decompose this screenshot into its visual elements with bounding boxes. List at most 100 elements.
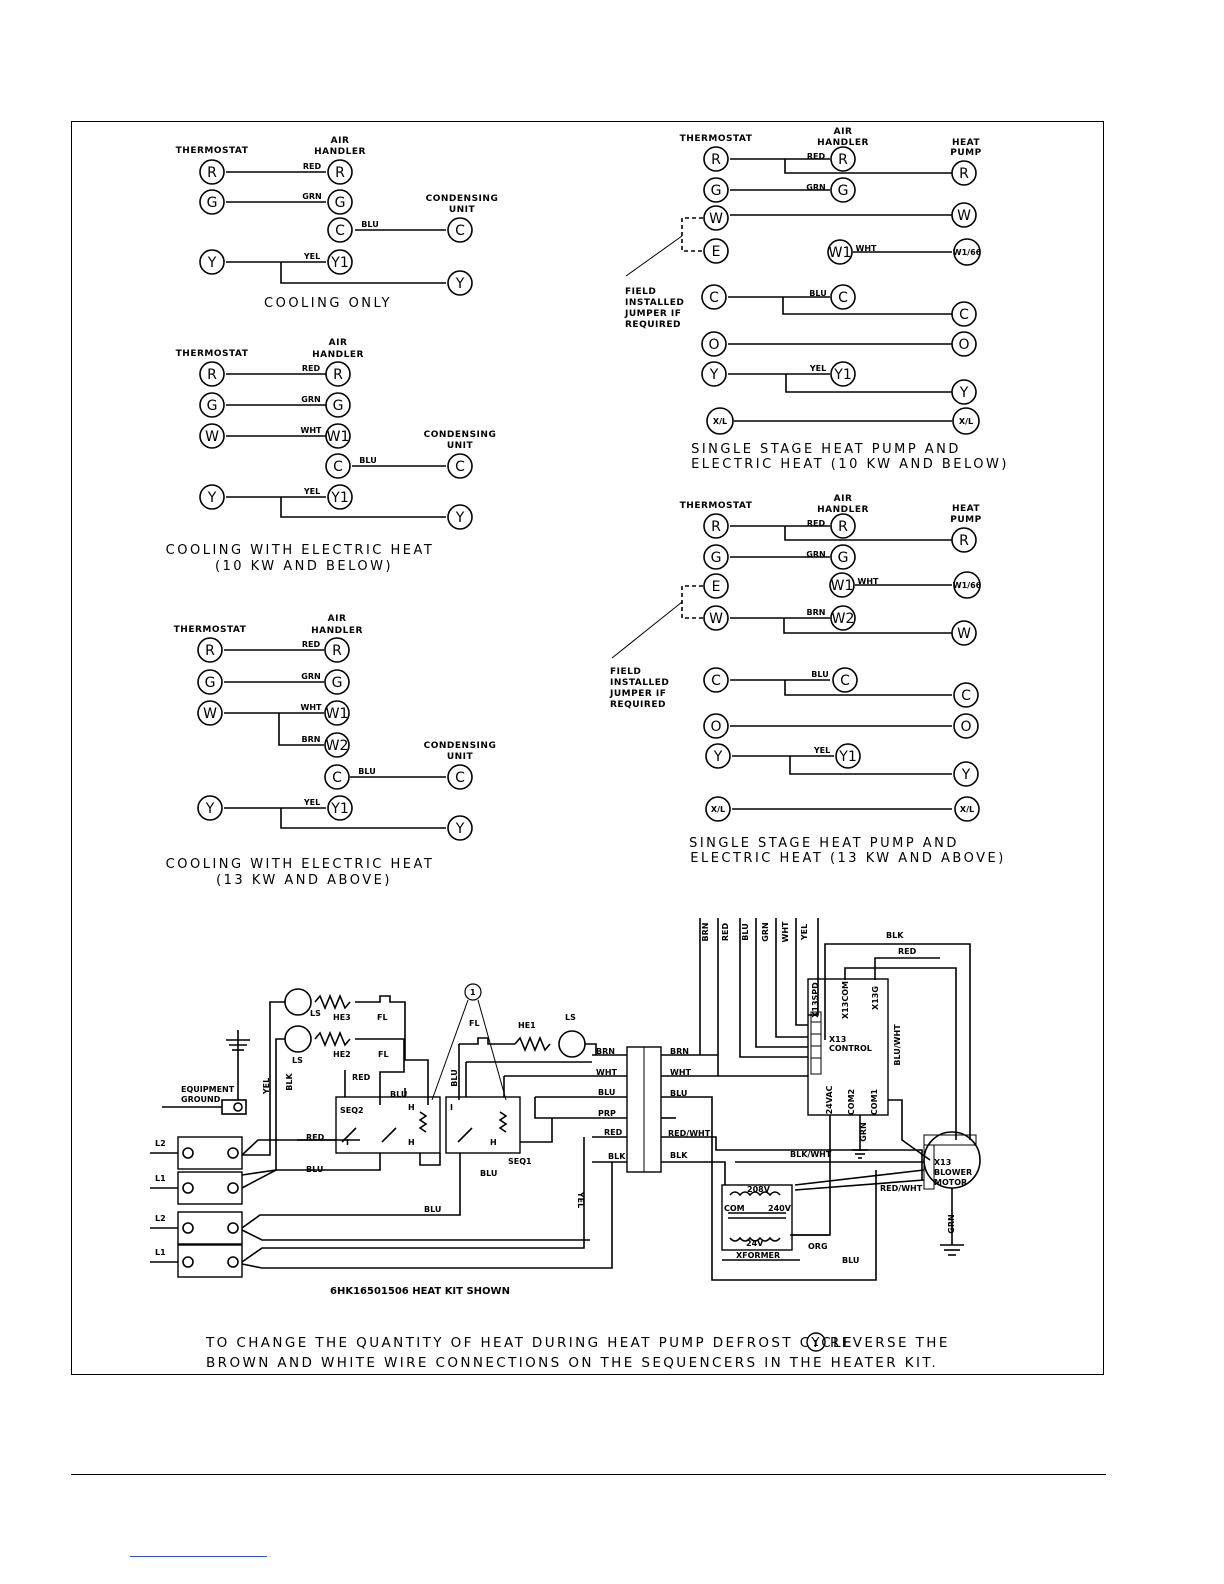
- term-c: C: [455, 770, 465, 786]
- wire-grn-2: GRN: [301, 395, 320, 404]
- term-e: E: [712, 579, 721, 595]
- wire-blk-s1: BLK: [608, 1152, 626, 1161]
- wire-grn-s2: GRN: [947, 1214, 956, 1233]
- note-line-1a: TO CHANGE THE QUANTITY OF HEAT DURING HE…: [205, 1335, 854, 1351]
- label-24v: 24V: [746, 1239, 764, 1248]
- hdr-thermostat-3: THERMOSTAT: [174, 625, 247, 635]
- term-y: Y: [961, 767, 971, 783]
- hdr-air-5: AIR: [834, 494, 853, 504]
- term-w: W: [203, 706, 217, 722]
- label-com: COM: [724, 1204, 745, 1213]
- hdr-pump-4: PUMP: [950, 148, 981, 158]
- term-w: W: [957, 208, 971, 224]
- label-x13-control-1: X13: [829, 1035, 846, 1044]
- field-label-1b: INSTALLED: [625, 298, 684, 308]
- field-label-2c: JUMPER IF: [609, 689, 666, 699]
- label-motor-2: BLOWER: [934, 1168, 972, 1177]
- note-line-1b: REVERSE THE: [830, 1335, 950, 1351]
- wire-prp-s1: PRP: [598, 1109, 616, 1118]
- label-208v: 208V: [747, 1185, 771, 1194]
- page-link-underline[interactable]: [130, 1556, 267, 1557]
- bus-red: RED: [721, 923, 730, 942]
- label-24vac: 24VAC: [825, 1085, 834, 1114]
- term-c: C: [959, 307, 969, 323]
- label-fl-3: FL: [469, 1019, 480, 1028]
- wire-wht-s2: WHT: [670, 1068, 692, 1077]
- label-he3: HE3: [333, 1013, 351, 1022]
- term-g: G: [205, 675, 216, 691]
- label-h-1: H: [408, 1103, 415, 1112]
- label-ground: GROUND: [181, 1095, 221, 1104]
- hdr-air-1: AIR: [331, 136, 350, 146]
- label-l2-1: L2: [155, 1139, 166, 1148]
- wire-brn-s2: BRN: [670, 1047, 689, 1056]
- bus-brn: BRN: [701, 923, 710, 942]
- field-label-2d: REQUIRED: [610, 700, 666, 710]
- label-h-2: H: [408, 1138, 415, 1147]
- term-w1: W1: [829, 245, 852, 261]
- term-o: O: [960, 719, 971, 735]
- wire-red-wht-s1: RED/WHT: [668, 1129, 711, 1138]
- caption-hp-13kw-1: SINGLE STAGE HEAT PUMP AND: [689, 836, 959, 851]
- term-y1: Y1: [330, 801, 348, 817]
- wire-org: ORG: [808, 1242, 828, 1251]
- term-r: R: [207, 367, 217, 383]
- wire-wht-2: WHT: [301, 426, 323, 435]
- wire-blu-s7: BLU: [842, 1256, 859, 1265]
- label-h-3: H: [490, 1138, 497, 1147]
- wire-red-5: RED: [807, 519, 826, 528]
- term-y: Y: [455, 510, 465, 526]
- panel-cooling-only: [199, 159, 473, 296]
- label-x13g: X13G: [871, 986, 880, 1010]
- term-r: R: [959, 166, 969, 182]
- wire-brn-s1: BRN: [596, 1047, 615, 1056]
- wire-red-s1: RED: [352, 1073, 371, 1082]
- term-w1-66: W1/66: [953, 581, 982, 590]
- term-w2: W2: [326, 738, 349, 754]
- term-r: R: [838, 519, 848, 535]
- hdr-condensing-1: CONDENSING: [426, 194, 499, 204]
- panel-heat-pump-10kw: [625, 146, 981, 435]
- wire-grn-s1: GRN: [859, 1122, 868, 1141]
- caption-hp-10kw-2: ELECTRIC HEAT (10 KW AND BELOW): [691, 457, 1009, 472]
- term-y: Y: [455, 821, 465, 837]
- term-y1: Y1: [330, 490, 348, 506]
- label-he2: HE2: [333, 1050, 351, 1059]
- wire-blu-1: BLU: [361, 220, 378, 229]
- hdr-pump-5: PUMP: [950, 515, 981, 525]
- label-kit-shown: 6HK16501506 HEAT KIT SHOWN: [330, 1286, 510, 1297]
- term-c: C: [335, 223, 345, 239]
- term-r: R: [711, 152, 721, 168]
- hdr-thermostat-4: THERMOSTAT: [680, 134, 753, 144]
- term-y1: Y1: [330, 255, 348, 271]
- hdr-thermostat-2: THERMOSTAT: [176, 349, 249, 359]
- label-fl-1: FL: [377, 1013, 388, 1022]
- hdr-unit-2: UNIT: [447, 441, 474, 451]
- wire-blu-4: BLU: [809, 289, 826, 298]
- term-g: G: [711, 550, 722, 566]
- hdr-thermostat-5: THERMOSTAT: [680, 501, 753, 511]
- label-xformer: XFORMER: [736, 1251, 780, 1260]
- wire-blk-s2: BLK: [670, 1151, 688, 1160]
- caption-cool-10kw-2: (10 KW AND BELOW): [215, 559, 393, 574]
- hdr-unit-3: UNIT: [447, 752, 474, 762]
- term-r: R: [838, 152, 848, 168]
- term-c: C: [961, 688, 971, 704]
- hdr-handler-1: HANDLER: [314, 147, 366, 157]
- term-e: E: [712, 244, 721, 260]
- label-seq2: SEQ2: [340, 1106, 364, 1115]
- term-r: R: [711, 519, 721, 535]
- bus-grn: GRN: [761, 922, 770, 941]
- bus-yel: YEL: [800, 924, 809, 941]
- term-r: R: [335, 165, 345, 181]
- term-xl: X/L: [960, 805, 974, 814]
- field-label-2b: INSTALLED: [610, 678, 669, 688]
- caption-cool-13kw-1: COOLING WITH ELECTRIC HEAT: [166, 857, 435, 872]
- caption-cool-10kw-1: COOLING WITH ELECTRIC HEAT: [166, 543, 435, 558]
- term-xl: X/L: [959, 417, 973, 426]
- wire-blu-s3: BLU: [480, 1169, 497, 1178]
- term-g: G: [838, 183, 849, 199]
- wire-red-top: RED: [898, 947, 917, 956]
- term-y: Y: [959, 385, 969, 401]
- wire-blu-5: BLU: [811, 670, 828, 679]
